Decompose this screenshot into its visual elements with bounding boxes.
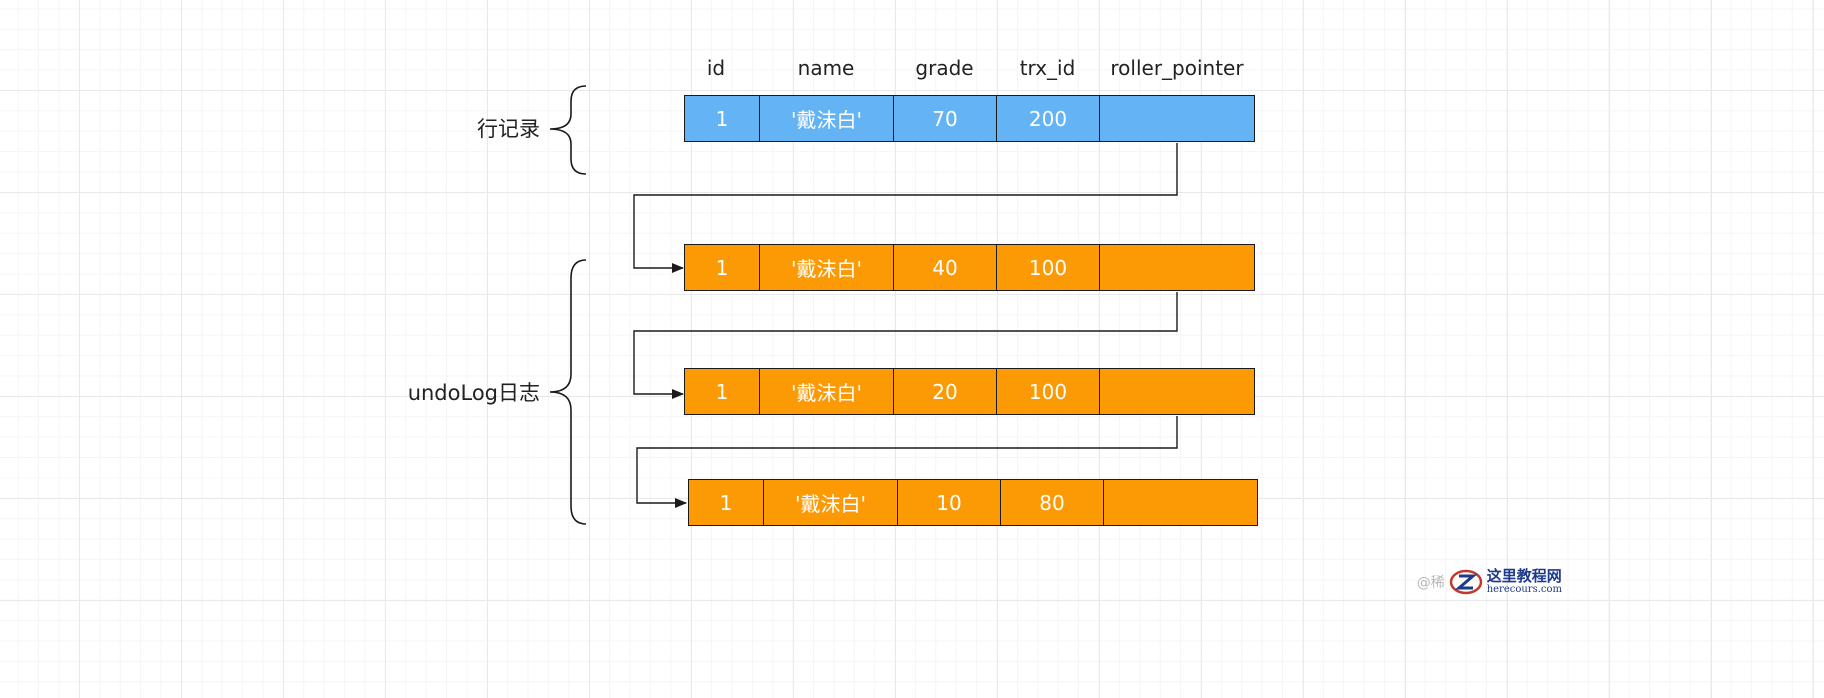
- pointer-link-undo2-to-undo3: [636, 416, 1178, 508]
- undo-record-2: 1 '戴沫白' 20 100: [684, 368, 1255, 415]
- cell-grade: 20: [894, 369, 997, 414]
- watermark-site-domain: herecours.com: [1486, 583, 1562, 595]
- cell-trx-id: 80: [1001, 480, 1104, 525]
- cell-id: 1: [689, 480, 764, 525]
- cell-name: '戴沫白': [760, 369, 894, 414]
- cell-trx-id: 100: [997, 369, 1100, 414]
- cell-roller-pointer: [1100, 245, 1254, 290]
- cell-grade: 10: [898, 480, 1001, 525]
- watermark: @稀 这里教程网 herecours.com: [1417, 568, 1562, 596]
- header-trx-id: trx_id: [1019, 56, 1076, 80]
- cell-grade: 70: [894, 96, 997, 141]
- cell-id: 1: [685, 96, 760, 141]
- diagram-lines: [549, 85, 1178, 525]
- row-record-label: 行记录: [477, 117, 540, 141]
- cell-roller-pointer: [1100, 96, 1254, 141]
- cell-roller-pointer: [1104, 480, 1257, 525]
- header-id: id: [706, 56, 726, 80]
- header-roller-pointer: roller_pointer: [1110, 56, 1244, 80]
- header-name: name: [797, 56, 855, 80]
- cell-trx-id: 100: [997, 245, 1100, 290]
- watermark-text: 这里教程网 herecours.com: [1486, 566, 1562, 595]
- header-grade: grade: [915, 56, 974, 80]
- watermark-handle: @稀: [1416, 575, 1445, 591]
- cell-name: '戴沫白': [760, 245, 894, 290]
- cell-trx-id: 200: [997, 96, 1100, 141]
- site-logo-icon: [1449, 569, 1482, 595]
- pointer-link-undo1-to-undo2: [633, 292, 1178, 399]
- row-record-brace: [549, 85, 587, 175]
- undolog-brace: [549, 259, 587, 525]
- cell-id: 1: [685, 245, 760, 290]
- watermark-site-name: 这里教程网: [1486, 566, 1562, 585]
- pointer-link-row-to-undo1: [633, 143, 1178, 273]
- cell-grade: 40: [894, 245, 997, 290]
- row-record: 1 '戴沫白' 70 200: [684, 95, 1255, 142]
- cell-name: '戴沫白': [764, 480, 898, 525]
- cell-id: 1: [685, 369, 760, 414]
- undolog-label: undoLog日志: [407, 381, 540, 405]
- undo-record-1: 1 '戴沫白' 40 100: [684, 244, 1255, 291]
- cell-name: '戴沫白': [760, 96, 894, 141]
- undo-record-3: 1 '戴沫白' 10 80: [688, 479, 1258, 526]
- cell-roller-pointer: [1100, 369, 1254, 414]
